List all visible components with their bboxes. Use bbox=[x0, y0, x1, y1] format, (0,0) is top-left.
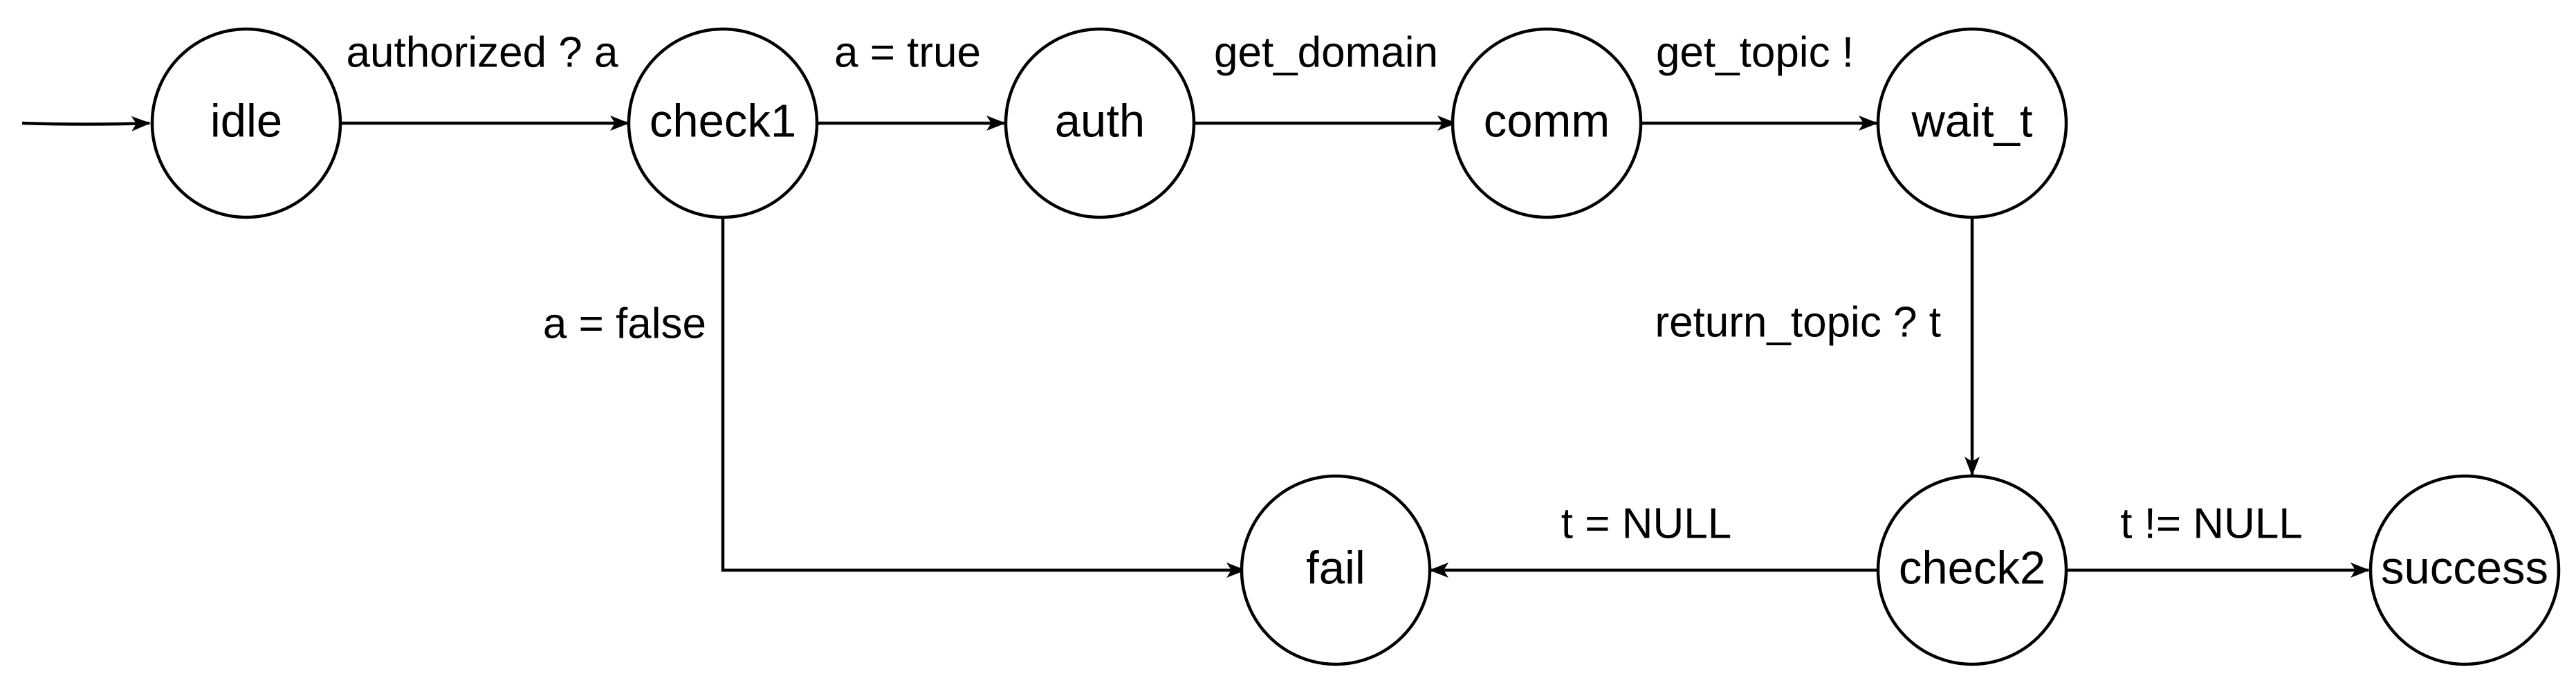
state-idle: idle bbox=[150, 27, 342, 219]
state-fail: fail bbox=[1240, 474, 1432, 666]
state-label: comm bbox=[1484, 95, 1610, 147]
state-wait-t: wait_t bbox=[1876, 27, 2068, 219]
state-auth: auth bbox=[1004, 27, 1196, 219]
label-idle-check1: authorized ? a bbox=[347, 28, 618, 76]
state-label: check1 bbox=[650, 95, 796, 147]
label-wait-check2: return_topic ? t bbox=[1655, 298, 1941, 346]
state-label: auth bbox=[1055, 95, 1145, 147]
label-comm-wait: get_topic ! bbox=[1656, 28, 1854, 76]
label-check1-fail: a = false bbox=[543, 300, 706, 347]
state-label: idle bbox=[210, 95, 282, 147]
state-check2: check2 bbox=[1876, 474, 2068, 666]
state-label: fail bbox=[1306, 542, 1365, 594]
state-check1: check1 bbox=[627, 27, 819, 219]
state-label: wait_t bbox=[1911, 95, 2032, 147]
state-label: success bbox=[2381, 542, 2548, 594]
label-check2-fail: t = NULL bbox=[1561, 500, 1731, 547]
label-auth-comm: get_domain bbox=[1214, 28, 1438, 76]
label-check2-success: t != NULL bbox=[2120, 500, 2303, 547]
edge-check1-fail bbox=[721, 219, 1246, 578]
label-check1-auth: a = true bbox=[834, 28, 981, 76]
state-label: check2 bbox=[1899, 542, 2045, 594]
initial-arrow bbox=[21, 116, 151, 131]
state-success: success bbox=[2368, 474, 2561, 666]
state-comm: comm bbox=[1451, 27, 1643, 219]
